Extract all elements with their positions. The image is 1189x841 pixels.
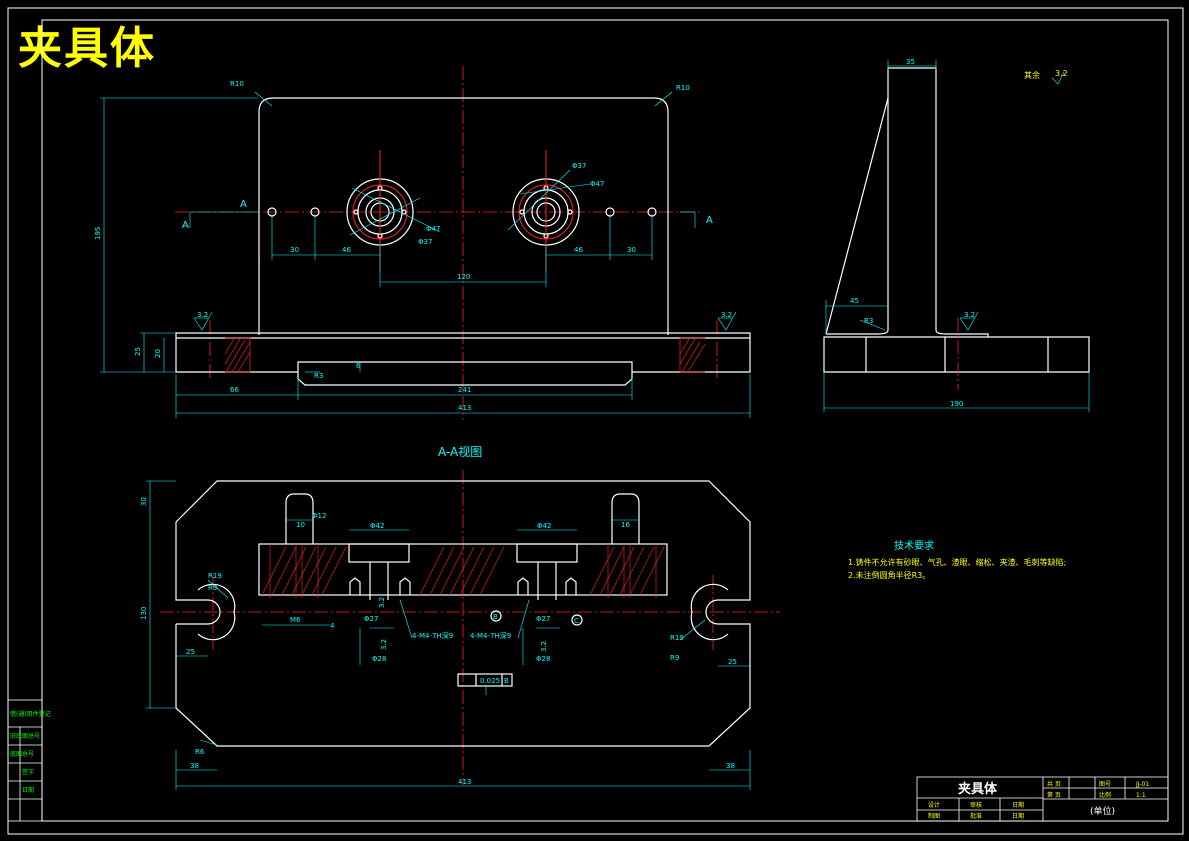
section-view: A-A视图: [140, 444, 780, 790]
title-block-r2c1: 制图: [928, 812, 940, 820]
side-dim-35: 35: [906, 58, 915, 66]
title-block: [916, 776, 1169, 822]
section-mark-a-top: A: [240, 199, 247, 210]
dim-phi37-left: Φ37: [418, 238, 432, 246]
sec-dim-4: 4: [330, 622, 335, 630]
sec-rough-c: 3.2: [540, 641, 548, 652]
title-block-r1c2: 审核: [970, 801, 982, 809]
dim-30-right: 30: [627, 246, 636, 254]
sec-dim-r6: R6: [195, 748, 205, 756]
dim-46-right: 46: [574, 246, 583, 254]
sec-dim-16: 16: [621, 521, 630, 529]
side-table-item-2: 旧底图总号: [10, 732, 40, 740]
title-block-cell-f: 1:1: [1136, 792, 1146, 799]
title-block-cell-d: JJ-01: [1135, 781, 1149, 788]
title-block-cell-c: 图号: [1099, 781, 1111, 788]
notes-title: 技术要求: [894, 539, 934, 552]
dim-r-top-left: R10: [230, 80, 244, 88]
dim-phi37-right: Φ37: [572, 162, 586, 170]
sec-rough-b: 3.2: [380, 639, 388, 650]
front-view: R10 R10 195 25 20 30 46 120 46 30 66 241…: [94, 66, 751, 420]
title-block-r1c3: 日期: [1012, 801, 1024, 809]
side-dim-r3: R3: [864, 317, 873, 325]
dim-66: 66: [230, 386, 239, 394]
side-table-item-1: 借(通)用件登记: [10, 710, 51, 718]
roughness-right: 3.2: [721, 311, 732, 319]
title-block-cell-e: 比例: [1099, 791, 1111, 799]
title-block-name: 夹具体: [958, 781, 998, 797]
sec-dim-25-right: 25: [728, 658, 737, 666]
sec-dim-m6: M6: [290, 616, 301, 624]
section-hatch: [261, 544, 665, 598]
dim-413: 413: [458, 404, 471, 412]
title-block-r1c1: 设计: [928, 801, 940, 809]
section-view-label: A-A视图: [438, 444, 482, 459]
dim-25: 25: [134, 347, 142, 356]
roughness-other-value: 3.2: [1055, 69, 1068, 78]
dim-6: 6: [356, 362, 361, 370]
dim-r3: R3: [314, 372, 323, 380]
sec-dim-phi28-right: Φ28: [536, 655, 550, 663]
section-mark-a-right: A: [706, 215, 713, 226]
roughness-other-label: 其余: [1024, 70, 1040, 80]
sec-dim-r9-right: R9: [670, 654, 679, 662]
roughness-left: 3.2: [197, 311, 208, 319]
side-roughness: 3.2: [964, 311, 975, 319]
drawing-frame: [7, 7, 1184, 835]
datum-b: B: [493, 613, 498, 621]
gtol-datum: B: [504, 677, 509, 685]
sec-dim-phi42-right: Φ42: [537, 522, 551, 530]
sec-thread-right: 4-M4-7H深9: [470, 631, 511, 640]
sec-dim-phi27-right: Φ27: [536, 615, 550, 623]
side-table-item-4: 签字: [22, 768, 34, 776]
sec-dim-phi27-left: Φ27: [364, 615, 378, 623]
sec-dim-38-left: 38: [190, 762, 199, 770]
sec-dim-30: 30: [140, 497, 148, 506]
side-dim-45: 45: [850, 297, 859, 305]
dim-120: 120: [457, 273, 470, 281]
notes-line-1: 1.铸件不允许有砂眼、气孔、渣眼、缩松、夹渣、毛刺等缺陷;: [848, 557, 1066, 567]
section-mark-a-left: A: [182, 220, 189, 231]
datum-c: C: [574, 617, 579, 625]
title-block-cell-a: 共 页: [1047, 780, 1061, 788]
dim-195: 195: [94, 227, 102, 240]
side-table-item-5: 日期: [22, 786, 34, 794]
sec-dim-r19-right: R19: [670, 634, 684, 642]
dim-20: 20: [154, 349, 162, 358]
side-table: [7, 699, 43, 822]
drawing-title: 夹具体: [18, 23, 156, 74]
dim-phi47-right: Φ47: [590, 180, 604, 188]
dim-46-left: 46: [342, 246, 351, 254]
dim-241: 241: [458, 386, 471, 394]
sec-dim-10: 10: [296, 521, 305, 529]
sec-dim-phi12: Φ12: [312, 512, 326, 520]
sec-dim-413: 413: [458, 778, 471, 786]
notes-line-2: 2.未注倒圆角半径R3。: [848, 570, 930, 580]
technical-notes: 技术要求 1.铸件不允许有砂眼、气孔、渣眼、缩松、夹渣、毛刺等缺陷; 2.未注倒…: [848, 539, 1066, 580]
sec-dim-25-left: 25: [186, 648, 195, 656]
sec-dim-phi28-left: Φ28: [372, 655, 386, 663]
sec-dim-130: 130: [140, 607, 148, 620]
title-block-cell-b: 第 页: [1047, 791, 1061, 799]
side-view: 35 45 R3 190 3.2 其余 3.2: [823, 58, 1090, 412]
title-block-r2c2: 批准: [970, 812, 982, 820]
title-block-unit: (单位): [1090, 805, 1115, 817]
gtol-tolerance: 0.025: [480, 677, 500, 685]
dim-r-top-right: R10: [676, 84, 690, 92]
sec-dim-38-right: 38: [726, 762, 735, 770]
side-table-item-3: 底图总号: [10, 750, 34, 758]
sec-thread-left: 4-M4-7H深9: [412, 631, 453, 640]
dim-30-left: 30: [290, 246, 299, 254]
dim-phi47-left: Φ47: [426, 225, 440, 233]
sec-dim-phi42-left: Φ42: [370, 522, 384, 530]
sec-rough-a: 3.2: [378, 597, 386, 608]
side-dim-190: 190: [950, 400, 963, 408]
sec-dim-r9-left: R9: [208, 584, 217, 592]
title-block-text: 夹具体 共 页 第 页 图号 JJ-01 比例 1:1 (单位) 设计 审核 日…: [928, 780, 1149, 820]
title-block-r2c3: 日期: [1012, 812, 1024, 820]
sec-dim-r19-left: R19: [208, 572, 222, 580]
